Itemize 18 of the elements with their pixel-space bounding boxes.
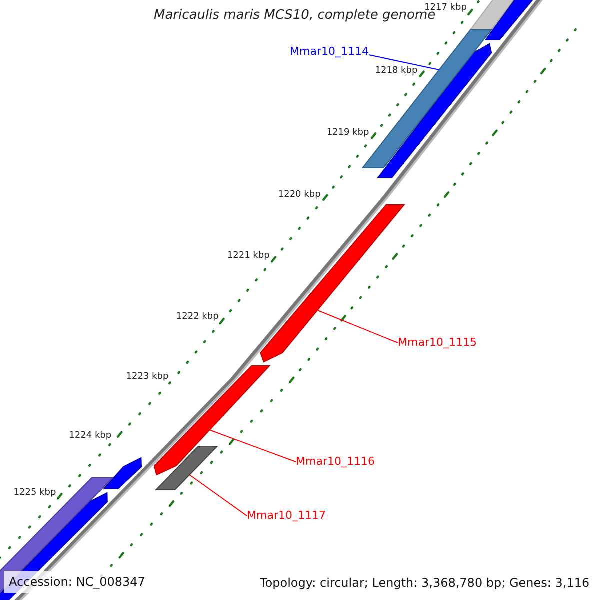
gene-label: Mmar10_1117 [247, 510, 326, 521]
position-label: 1224 kbp [69, 432, 112, 441]
gene-bar [154, 366, 271, 476]
gene-label: Mmar10_1115 [398, 337, 477, 348]
leader-line [316, 310, 398, 344]
leader-line [208, 430, 296, 462]
leader-line [368, 54, 440, 70]
position-label: 1221 kbp [227, 252, 270, 261]
gene-bar [154, 446, 218, 490]
gene-label: Mmar10_1116 [296, 456, 375, 467]
genome-stats-label: Topology: circular; Length: 3,368,780 bp; Genes: 3,116 [260, 575, 590, 592]
gene-label: Mmar10_1114 [290, 46, 369, 57]
position-label: 1223 kbp [126, 373, 169, 382]
position-label: 1222 kbp [176, 313, 219, 322]
leader-line [189, 474, 248, 516]
position-label: 1225 kbp [14, 489, 56, 498]
position-label: 1218 kbp [375, 67, 418, 76]
position-label: 1219 kbp [326, 129, 370, 138]
